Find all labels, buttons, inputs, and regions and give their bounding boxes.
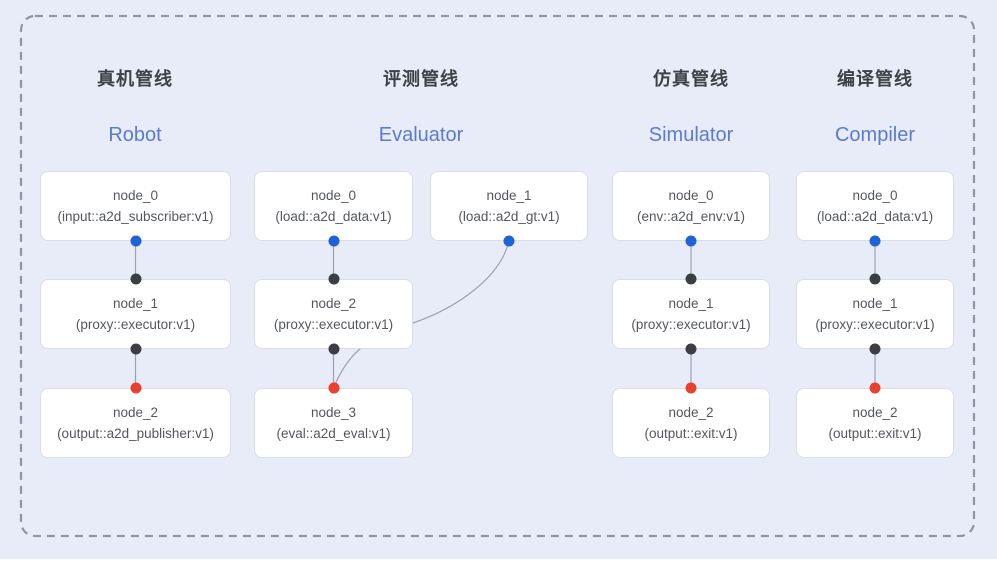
node-subtitle: (output::a2d_publisher:v1) — [57, 426, 214, 441]
node-subtitle: (load::a2d_gt:v1) — [458, 209, 560, 224]
node-subtitle: (load::a2d_data:v1) — [275, 209, 392, 224]
node-card-compiler-node_0[interactable]: node_0(load::a2d_data:v1) — [796, 171, 954, 241]
node-label: node_0 — [112, 188, 159, 203]
node-card-evaluator-node_0[interactable]: node_0(load::a2d_data:v1) — [254, 171, 413, 241]
pipeline-title-en-robot: Robot — [108, 124, 162, 146]
node-label: node_2 — [852, 405, 898, 420]
node-label: node_2 — [668, 405, 714, 420]
node-label: node_1 — [668, 296, 714, 311]
dashed-boundary — [19, 14, 976, 538]
node-subtitle: (env::a2d_env:v1) — [636, 209, 746, 224]
port-dot-black — [685, 273, 697, 285]
port-dot-black — [130, 343, 141, 355]
node-subtitle: (eval::a2d_eval:v1) — [276, 426, 391, 441]
node-card-robot-node_0[interactable]: node_0(input::a2d_subscriber:v1) — [40, 171, 231, 241]
port-dot-black — [130, 273, 141, 285]
node-subtitle: (proxy::executor:v1) — [815, 317, 935, 332]
node-subtitle: (output::exit:v1) — [644, 426, 738, 441]
pipeline-title-en-simulator: Simulator — [648, 124, 734, 146]
node-card-evaluator-node_1[interactable]: node_1(load::a2d_gt:v1) — [430, 171, 588, 241]
pipeline-title-en-evaluator: Evaluator — [378, 124, 464, 146]
node-card-compiler-node_1[interactable]: node_1(proxy::executor:v1) — [796, 279, 954, 349]
node-card-evaluator-node_3[interactable]: node_3(eval::a2d_eval:v1) — [254, 388, 413, 458]
node-card-simulator-node_0[interactable]: node_0(env::a2d_env:v1) — [612, 171, 770, 241]
pipeline-title-zh-robot: 真机管线 — [97, 69, 173, 89]
node-label: node_0 — [310, 188, 357, 203]
node-label: node_1 — [852, 296, 898, 311]
node-label: node_1 — [112, 296, 159, 311]
pipeline-title-zh-simulator: 仿真管线 — [653, 69, 729, 89]
port-dot-blue — [685, 235, 697, 247]
port-dot-red — [328, 382, 339, 394]
port-dot-black — [328, 343, 339, 355]
port-dot-blue — [503, 235, 515, 247]
port-dot-red — [869, 382, 881, 394]
node-subtitle: (proxy::executor:v1) — [631, 317, 751, 332]
node-subtitle: (proxy::executor:v1) — [75, 317, 196, 332]
node-label: node_3 — [310, 405, 357, 420]
port-dot-black — [869, 343, 881, 355]
edge-line — [332, 240, 510, 389]
node-card-robot-node_1[interactable]: node_1(proxy::executor:v1) — [40, 279, 231, 349]
pipeline-title-en-compiler: Compiler — [834, 124, 916, 146]
node-card-evaluator-node_2[interactable]: node_2(proxy::executor:v1) — [254, 279, 413, 349]
node-card-compiler-node_2[interactable]: node_2(output::exit:v1) — [796, 388, 954, 458]
node-label: node_1 — [486, 188, 532, 203]
port-dot-blue — [130, 235, 141, 247]
node-subtitle: (output::exit:v1) — [828, 426, 922, 441]
port-dot-blue — [328, 235, 339, 247]
pipeline-title-zh-evaluator: 评测管线 — [383, 69, 459, 89]
node-label: node_2 — [310, 296, 357, 311]
port-dot-black — [869, 273, 881, 285]
node-label: node_0 — [852, 188, 898, 203]
node-card-simulator-node_2[interactable]: node_2(output::exit:v1) — [612, 388, 770, 458]
node-card-simulator-node_1[interactable]: node_1(proxy::executor:v1) — [612, 279, 770, 349]
port-dot-red — [685, 382, 697, 394]
node-card-robot-node_2[interactable]: node_2(output::a2d_publisher:v1) — [40, 388, 231, 458]
node-label: node_2 — [112, 405, 159, 420]
port-dot-red — [130, 382, 141, 394]
node-label: node_0 — [668, 188, 714, 203]
node-subtitle: (proxy::executor:v1) — [273, 317, 394, 332]
port-dot-black — [685, 343, 697, 355]
port-dot-black — [328, 273, 339, 285]
port-dot-blue — [869, 235, 881, 247]
node-subtitle: (load::a2d_data:v1) — [816, 209, 934, 224]
node-subtitle: (input::a2d_subscriber:v1) — [57, 209, 214, 224]
bottom-edge — [0, 559, 997, 563]
pipeline-title-zh-compiler: 编译管线 — [837, 69, 913, 89]
